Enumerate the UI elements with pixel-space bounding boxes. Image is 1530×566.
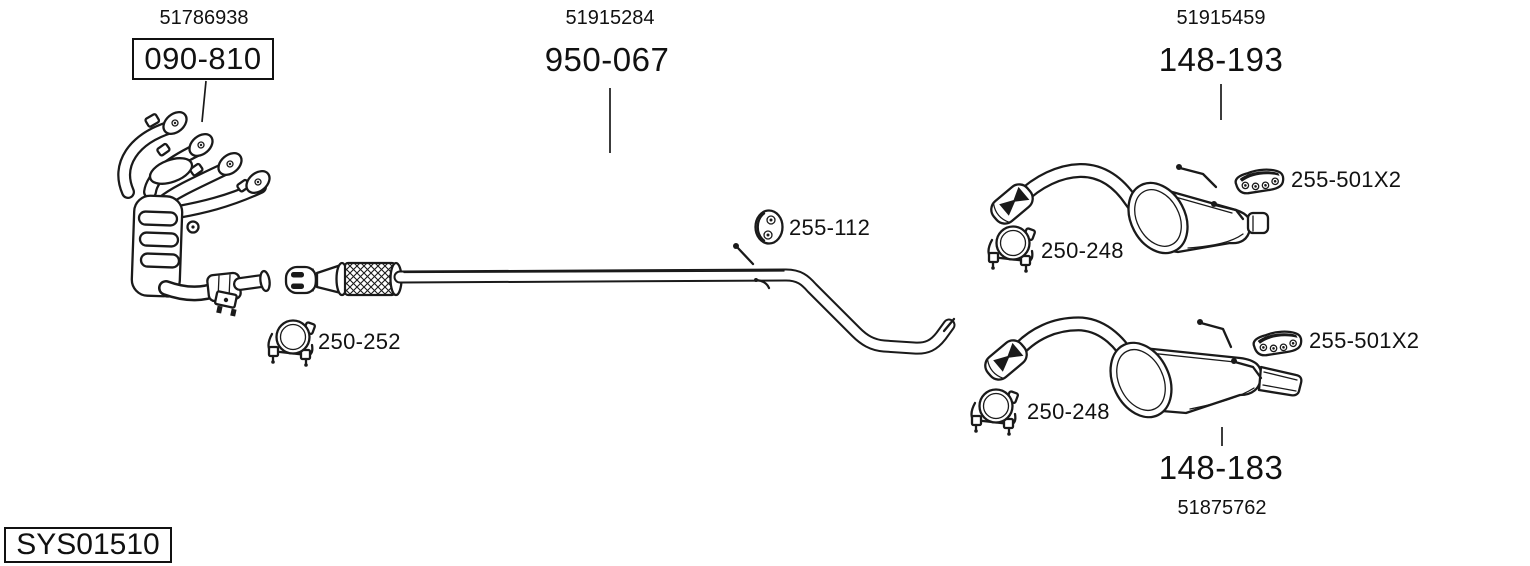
rubber-hanger-bracket-icon: [1233, 166, 1286, 196]
rear-muffler-lower-drawing: [979, 316, 1303, 419]
pipe-clamp-icon: [267, 319, 317, 368]
part-number-muffler-upper: 148-193: [1158, 41, 1284, 78]
part-number-muffler-lower: 148-183: [1158, 449, 1284, 486]
part-number-center-pipe: 950-067: [544, 41, 670, 78]
part-number-upper-clamp: 250-248: [1041, 238, 1124, 263]
part-number-lower-clamp: 250-248: [1027, 399, 1110, 424]
rubber-hanger-icon: [754, 209, 784, 245]
system-code: SYS01510: [4, 527, 172, 563]
pipe-clamp-icon: [970, 388, 1020, 437]
leader-manifold: [201, 80, 207, 123]
oem-number-manifold: 51786938: [159, 7, 249, 29]
rubber-hanger-bracket-icon: [1251, 328, 1304, 358]
leader-lines: [201, 80, 1223, 446]
oem-number-center-pipe: 51915284: [565, 7, 655, 29]
part-number-mid-hanger: 255-112: [789, 215, 871, 240]
oem-number-muffler-lower: 51875762: [1177, 497, 1267, 519]
part-number-upper-hanger: 255-501X2: [1291, 167, 1402, 192]
part-number-front-clamp: 250-252: [318, 329, 401, 354]
rear-muffler-upper-drawing: [985, 163, 1270, 255]
pipe-clamp-icon: [987, 225, 1037, 274]
center-pipe-drawing: [284, 243, 956, 355]
manifold-catalyst-drawing: [117, 111, 271, 317]
oem-number-muffler-upper: 51915459: [1176, 7, 1266, 29]
part-number-lower-hanger: 255-501X2: [1309, 328, 1420, 353]
part-number-manifold: 090-810: [132, 38, 274, 80]
